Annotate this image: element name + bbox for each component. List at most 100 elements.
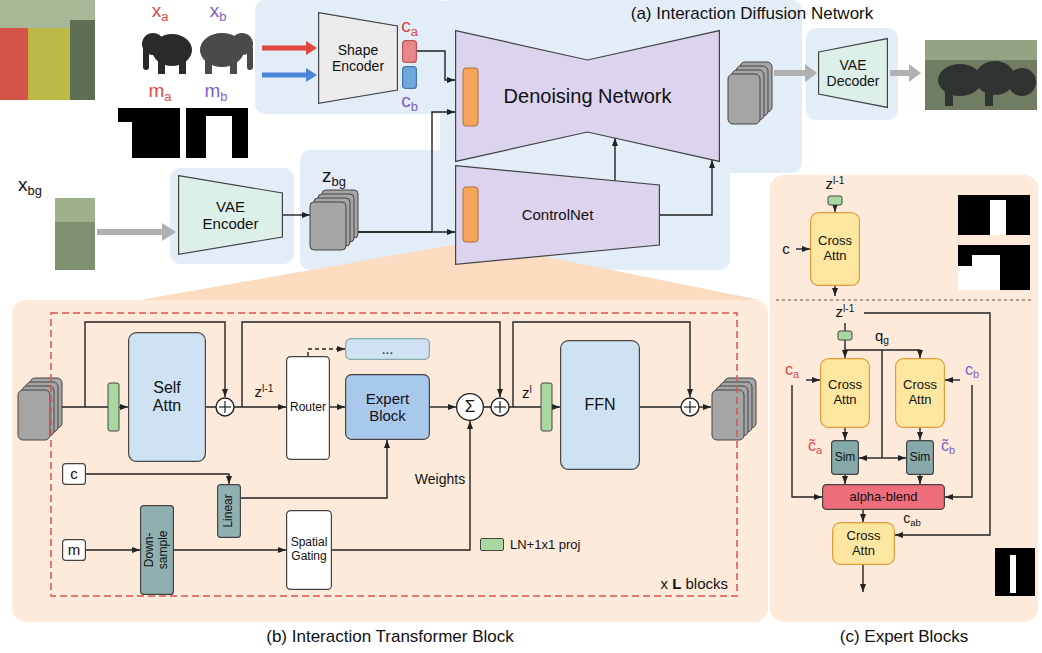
- annotation: ca: [785, 361, 799, 381]
- shape-part: [346, 375, 430, 440]
- connector: [614, 138, 615, 181]
- condition-token: ca: [402, 40, 417, 63]
- node-label: Denoising Network: [504, 85, 672, 108]
- node-label: Sim: [835, 451, 856, 465]
- node-outline: [402, 66, 417, 89]
- node-outline: [402, 40, 417, 63]
- annotation: zl-1: [255, 383, 274, 401]
- subscript: b: [220, 88, 227, 103]
- shape-part: [811, 213, 860, 286]
- subscript: a: [164, 88, 171, 103]
- legend-row: LN+1x1 proj: [480, 537, 580, 552]
- node-label: Spatial Gating: [288, 536, 330, 564]
- node-label: ...: [382, 341, 394, 357]
- annotation: c: [782, 241, 790, 258]
- condition-token: cb: [402, 66, 417, 89]
- shape-part: [179, 176, 283, 255]
- node-label: alpha-blend: [850, 490, 918, 505]
- annotation: zl-1: [826, 175, 845, 193]
- node-label: (b) Interaction Transformer Block: [12, 627, 768, 647]
- shape-part: [141, 506, 174, 595]
- subscript: b: [949, 444, 955, 456]
- shape-part: [63, 540, 86, 561]
- annotation: qg: [875, 328, 889, 346]
- annotation: cb: [965, 361, 979, 381]
- encoder-trapezoid: VAE Encoder: [178, 175, 283, 255]
- shape-part: [287, 511, 332, 590]
- node-label: FFN: [584, 396, 615, 414]
- shape-part: [821, 359, 870, 428]
- connector: [358, 112, 455, 232]
- node-label: (c) Expert Blocks: [770, 627, 1038, 647]
- router-box: Router: [286, 356, 330, 460]
- ffn-block: FFN: [560, 340, 640, 470]
- subscript: b: [219, 8, 226, 23]
- node-label: c: [70, 465, 78, 482]
- gating-box: Spatial Gating: [286, 510, 332, 590]
- connector: [660, 160, 712, 215]
- cross-attn-box: Cross Attn: [832, 522, 895, 565]
- annotation: (a) Interaction Diffusion Network: [631, 5, 874, 24]
- subscript: g: [883, 335, 889, 346]
- controlnet: ControlNet: [455, 165, 660, 265]
- legend-text: LN+1x1 proj: [510, 537, 580, 552]
- node-label: VAE Decoder: [823, 57, 883, 89]
- node-label: m: [68, 541, 81, 558]
- shape-part: [51, 313, 737, 596]
- linear-box: Linear: [217, 484, 241, 538]
- annotation: xbg: [18, 175, 42, 198]
- connector: [844, 475, 845, 484]
- shape-part: [346, 339, 430, 360]
- edge-label: cab: [901, 511, 923, 528]
- shape-part: [457, 394, 484, 421]
- subscript: a: [411, 23, 418, 38]
- alpha-blend-box: alpha-blend: [822, 484, 945, 510]
- subscript: a: [793, 368, 799, 380]
- annotation: c̃b: [941, 437, 955, 457]
- annotation: xb: [210, 1, 227, 24]
- shape-part: [896, 359, 945, 428]
- shape-part: [561, 341, 640, 470]
- input-box: c: [62, 463, 86, 485]
- annotation: xa: [152, 1, 169, 24]
- node-label: Cross Attn: [836, 529, 892, 559]
- shape-part: [907, 441, 934, 475]
- connector: [430, 406, 456, 407]
- node-outline: [310, 190, 358, 250]
- cross-attn-box: Cross Attn: [820, 358, 870, 428]
- node-label: Linear: [222, 489, 236, 533]
- shape-part: [319, 13, 398, 104]
- denoising-network: Denoising Network: [455, 30, 720, 162]
- shape-part: [403, 41, 417, 63]
- shape-part: [63, 464, 86, 485]
- decoder-trapezoid: VAE Decoder: [818, 38, 888, 108]
- superscript: l-1: [833, 175, 844, 186]
- cross-attn-box: Cross Attn: [895, 358, 945, 428]
- subscript: bg: [28, 182, 42, 197]
- encoder-trapezoid: Shape Encoder: [318, 12, 398, 104]
- subscript: ab: [910, 517, 921, 528]
- downsample-box: Down-sample: [140, 505, 174, 595]
- connector: [283, 214, 310, 215]
- node-label: Router: [290, 401, 326, 415]
- connector: [844, 428, 845, 440]
- bold-letter: L: [672, 575, 681, 592]
- subscript: b: [411, 99, 418, 114]
- sum-node: Σ: [456, 393, 484, 421]
- input-box: m: [62, 539, 86, 561]
- superscript: l-1: [262, 383, 273, 394]
- attention-block: Self Attn: [128, 332, 206, 462]
- subscript: a: [816, 444, 822, 456]
- node-label: Shape Encoder: [326, 42, 390, 74]
- node-label: zbg: [322, 165, 346, 189]
- legend-swatch: [480, 538, 504, 551]
- connector: [86, 549, 140, 550]
- node-label: ca: [401, 15, 418, 39]
- shape-part: [819, 39, 888, 108]
- node-label: Sim: [910, 451, 931, 465]
- annotation: c̃a: [808, 437, 822, 457]
- subscript: b: [973, 368, 979, 380]
- superscript: l-1: [843, 303, 854, 314]
- connector: [919, 475, 920, 484]
